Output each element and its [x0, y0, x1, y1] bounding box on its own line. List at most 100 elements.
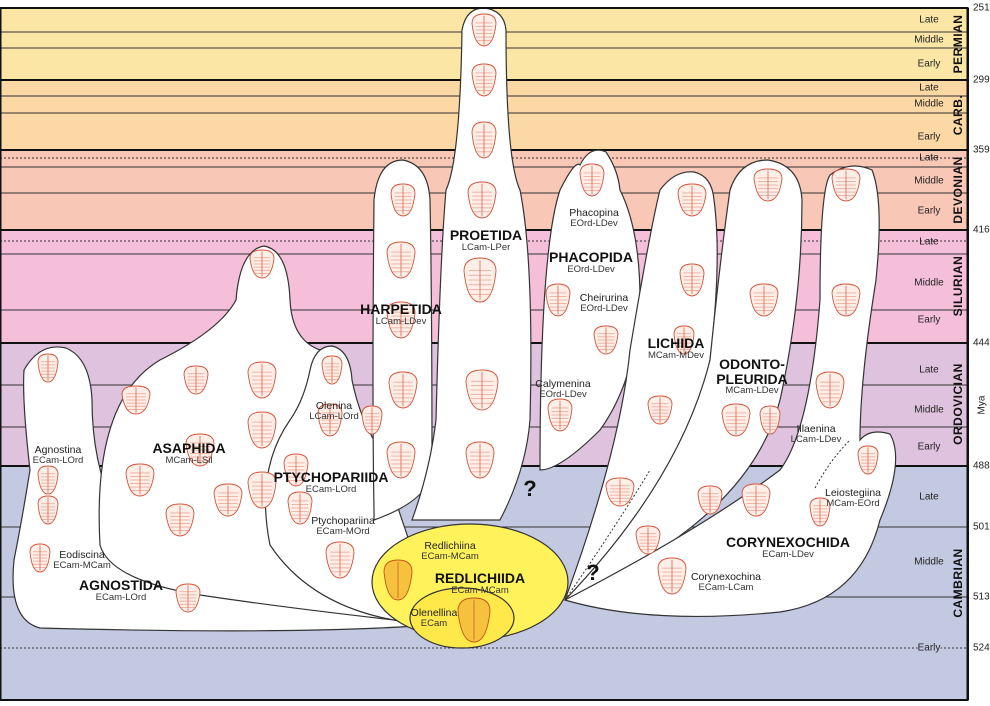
trilobite-icon	[647, 395, 673, 425]
order-name: PTYCHOPARIIDA	[273, 469, 389, 485]
trilobite-icon	[37, 495, 59, 525]
order-range: ECam-LDev	[762, 548, 814, 560]
trilobite-icon	[635, 525, 661, 555]
odontopleurida-clade	[564, 159, 803, 601]
suborder-olenina: Olenina LCam-LOrd	[309, 400, 359, 423]
trilobite-icon	[125, 463, 155, 497]
period-label: PERMIAN	[951, 14, 965, 74]
question-mark: ?	[586, 560, 600, 585]
suborder-name: Calymenina	[535, 378, 591, 390]
trilobite-icon	[213, 483, 243, 517]
suborder-name: Corynexochina	[690, 571, 762, 583]
stage-label: Middle	[914, 556, 944, 568]
suborder-range: LCam-LDev	[790, 434, 842, 446]
suborder-ptychopariina: Ptychopariina ECam-MOrd	[311, 515, 375, 538]
suborder-range: MCam-EOrd	[826, 498, 880, 510]
trilobite-icon	[465, 369, 499, 411]
phacopida-clade	[539, 149, 641, 471]
order-range: ECam-LOrd	[95, 591, 147, 603]
stage-label: Early	[917, 58, 941, 70]
question-mark: ?	[523, 476, 537, 501]
order-redlichiida: REDLICHIIDA ECam-MCam	[435, 571, 525, 596]
age-label: 513	[973, 591, 990, 603]
trilobite-icon	[37, 353, 59, 383]
trilobite-icon	[283, 453, 309, 487]
trilobite-icon	[317, 403, 343, 437]
trilobite-icon	[463, 257, 497, 303]
order-name: HARPETIDA	[360, 301, 442, 317]
trilobite-icon	[121, 385, 151, 415]
trilobite-icon	[741, 483, 771, 517]
order-range: ECam-MCam	[451, 584, 509, 596]
suborder-eodiscina: Eodiscina ECam-MCam	[53, 549, 111, 572]
trilobite-icon	[831, 283, 861, 317]
order-name: ASAPHIDA	[152, 440, 226, 456]
suborder-range: ECam-MCam	[53, 560, 111, 572]
axis-label: Mya	[976, 395, 988, 415]
frame	[0, 7, 969, 701]
order-name: REDLICHIIDA	[434, 570, 526, 586]
stage-label: Early	[917, 205, 941, 217]
stage-label: Early	[917, 131, 941, 143]
order-agnostida: AGNOSTIDA ECam-LOrd	[79, 578, 163, 603]
trilobite-icon	[471, 13, 497, 47]
suborder-range: ECam-MOrd	[316, 526, 370, 538]
age-label: 299	[973, 74, 990, 86]
suborder-name: Leiostegiina	[824, 487, 882, 499]
trilobite-icon	[471, 63, 497, 97]
stage-label: Late	[919, 152, 939, 164]
trilobite-icon	[697, 485, 723, 515]
suborder-corynexochina: Corynexochina ECam-LCam	[690, 571, 762, 593]
stage-label: Middle	[914, 277, 944, 289]
suborder-name: Agnostina	[34, 444, 82, 456]
trilobite-icon	[165, 503, 195, 537]
order-harpetida: HARPETIDA LCam-LDev	[360, 302, 442, 327]
period-label: CAMBRIAN	[951, 548, 965, 618]
suborder-illaenina: Illaenina LCam-LDev	[790, 423, 842, 446]
trilobite-icon	[467, 181, 497, 219]
order-name: PHACOPIDA	[548, 249, 634, 265]
trilobite-icon	[37, 465, 59, 495]
trilobite-icon	[831, 168, 861, 202]
trilobite-icon	[361, 405, 383, 435]
order-name: AGNOSTIDA	[79, 577, 163, 593]
order-phacopida: PHACOPIDA EOrd-LDev	[549, 250, 633, 275]
suborder-name: Eodiscina	[59, 549, 105, 561]
order-range: MCam-MDev	[648, 349, 704, 361]
suborder-range: EOrd-LDev	[539, 389, 587, 401]
redlichiid-trilobite-icon	[383, 559, 413, 601]
trilobite-icon	[465, 441, 495, 479]
suborder-range: EOrd-LDev	[570, 218, 618, 230]
trilobite-icon	[753, 168, 783, 202]
age-label: 251	[973, 2, 990, 14]
age-label: 416	[973, 224, 990, 236]
order-odontopleurida: ODONTO- PLEURIDA MCam-LDev	[716, 357, 788, 396]
suborder-range: LCam-LOrd	[309, 411, 359, 423]
order-lichida: LICHIDA MCam-MDev	[648, 336, 705, 361]
trilobite-icon	[471, 121, 497, 159]
order-range: LCam-LPer	[461, 241, 511, 253]
trilobite-icon	[857, 445, 879, 475]
trilobite-icon	[749, 283, 779, 317]
order-range: ECam-LOrd	[305, 483, 357, 495]
trilobite-icon	[388, 371, 418, 409]
suborder-name: Olenellina	[410, 607, 458, 619]
age-label: 524	[973, 642, 990, 654]
order-range: MCam-LDev	[725, 385, 779, 397]
order-range: EOrd-LDev	[567, 263, 615, 275]
suborder-name: Phacopina	[569, 207, 619, 219]
order-name: PROETIDA	[449, 227, 523, 243]
trilobite-icon	[249, 249, 275, 279]
trilobite-icon	[325, 541, 355, 579]
age-label: 359	[973, 144, 990, 156]
redlichiid-trilobite-icon	[457, 597, 491, 643]
age-label: 501	[973, 521, 990, 533]
trilobite-icon	[759, 405, 781, 435]
trilobite-icon	[545, 283, 571, 317]
trilobite-icon	[247, 361, 277, 399]
trilobite-icon	[657, 557, 687, 595]
trilobite-icon	[185, 433, 215, 467]
order-corynexochida: CORYNEXOCHIDA ECam-LDev	[726, 535, 850, 560]
trilobite-icon	[677, 183, 707, 217]
